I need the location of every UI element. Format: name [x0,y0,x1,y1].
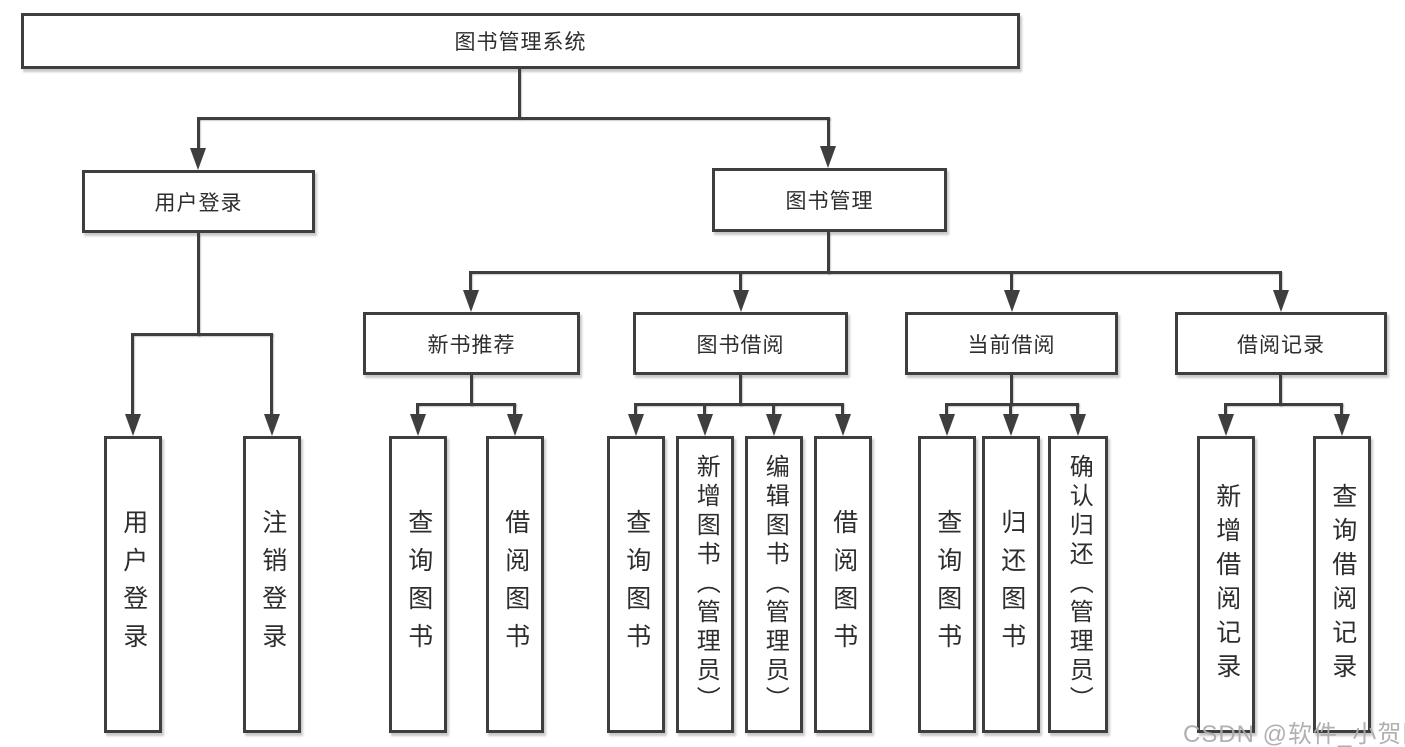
csdn-watermark: CSDN @软件_小贺同学 [1183,721,1405,747]
connector-line [1340,403,1343,417]
connector-line [1010,271,1013,294]
node-root: 图书管理系统 [21,13,1020,69]
arrow-down [835,414,851,436]
node-book-management-label: 图书管理 [785,190,874,213]
connector-line [197,117,200,151]
connector-line [131,333,273,336]
leaf-user-login: 用户登录 [104,436,162,733]
leaf-records-query-record-label: 查询借阅记录 [1328,482,1357,687]
leaf-borrow-edit-books-label: 编辑图书（管理员） [761,454,789,715]
leaf-borrow-add-books: 新增图书（管理员） [676,436,734,733]
connector-line [1010,375,1013,406]
arrow-down [1003,414,1019,436]
arrow-down [125,414,141,436]
arrow-down [264,414,280,436]
arrow-down [820,146,836,168]
leaf-current-return-books: 归还图书 [982,436,1040,733]
leaf-borrow-query-books-label: 查询图书 [622,508,651,661]
leaf-borrow-query-books: 查询图书 [607,436,665,733]
arrow-down [1273,290,1289,312]
leaf-current-query-books-label: 查询图书 [933,508,962,661]
leaf-logout: 注销登录 [243,436,301,733]
leaf-borrow-add-books-label: 新增图书（管理员） [692,454,720,715]
leaf-borrow-borrow-books: 借阅图书 [814,436,872,733]
connector-line [197,117,830,120]
connector-line [1279,375,1282,406]
connector-line [634,403,637,417]
leaf-current-confirm-return: 确认归还（管理员） [1048,436,1108,733]
arrow-down [697,414,713,436]
connector-line [416,403,419,417]
connector-line [1279,271,1282,294]
connector-line [634,403,843,406]
leaf-recommend-borrow-books: 借阅图书 [486,436,544,733]
connector-line [841,403,844,417]
connector-line [772,403,775,417]
node-user-login-label: 用户登录 [154,191,243,215]
leaf-recommend-query-books: 查询图书 [389,436,447,733]
leaf-logout-label: 注销登录 [258,508,287,661]
connector-line [469,271,472,294]
node-root-label: 图书管理系统 [454,31,587,54]
node-book-borrow-label: 图书借阅 [696,333,785,357]
connector-line [739,271,742,294]
connector-line [945,403,948,417]
arrow-down [507,414,523,436]
leaf-current-query-books: 查询图书 [918,436,976,733]
connector-line [197,233,200,336]
leaf-current-confirm-return-label: 确认归还（管理员） [1065,454,1093,715]
arrow-down [1218,414,1234,436]
connector-line [1224,403,1227,417]
leaf-borrow-borrow-books-label: 借阅图书 [829,508,858,661]
leaf-records-query-record: 查询借阅记录 [1313,436,1371,733]
connector-line [270,333,273,416]
connector-line [518,69,521,119]
connector-line [827,232,830,274]
arrow-down [463,290,479,312]
connector-line [703,403,706,417]
connector-line [739,375,742,406]
arrow-down [1334,414,1350,436]
leaf-recommend-borrow-books-label: 借阅图书 [501,508,530,661]
node-current-borrow-label: 当前借阅 [967,333,1056,357]
node-borrow-records: 借阅记录 [1175,312,1387,375]
arrow-down [1004,290,1020,312]
node-new-book-recommend: 新书推荐 [363,312,580,375]
connector-line [470,375,473,406]
leaf-records-add-record: 新增借阅记录 [1197,436,1255,733]
leaf-records-add-record-label: 新增借阅记录 [1212,482,1241,687]
connector-line [416,403,516,406]
node-user-login: 用户登录 [82,170,315,233]
arrow-down [939,414,955,436]
arrow-down [628,414,644,436]
leaf-user-login-label: 用户登录 [119,508,148,661]
leaf-current-return-books-label: 归还图书 [997,508,1026,661]
connector-line [131,333,134,416]
arrow-down [766,414,782,436]
connector-line [827,117,830,150]
connector-line [1224,403,1343,406]
node-new-book-recommend-label: 新书推荐 [427,333,516,357]
node-borrow-records-label: 借阅记录 [1237,333,1325,357]
arrow-down [190,148,206,170]
leaf-recommend-query-books-label: 查询图书 [404,508,433,661]
connector-line [1076,403,1079,417]
connector-line [945,403,1079,406]
connector-line [1009,403,1012,417]
node-book-borrow: 图书借阅 [633,312,848,375]
node-book-management: 图书管理 [712,168,947,232]
connector-line [513,403,516,417]
arrow-down [1070,414,1086,436]
node-current-borrow: 当前借阅 [905,312,1118,375]
arrow-down [733,290,749,312]
connector-line [469,271,1281,274]
arrow-down [410,414,426,436]
leaf-borrow-edit-books: 编辑图书（管理员） [745,436,803,733]
